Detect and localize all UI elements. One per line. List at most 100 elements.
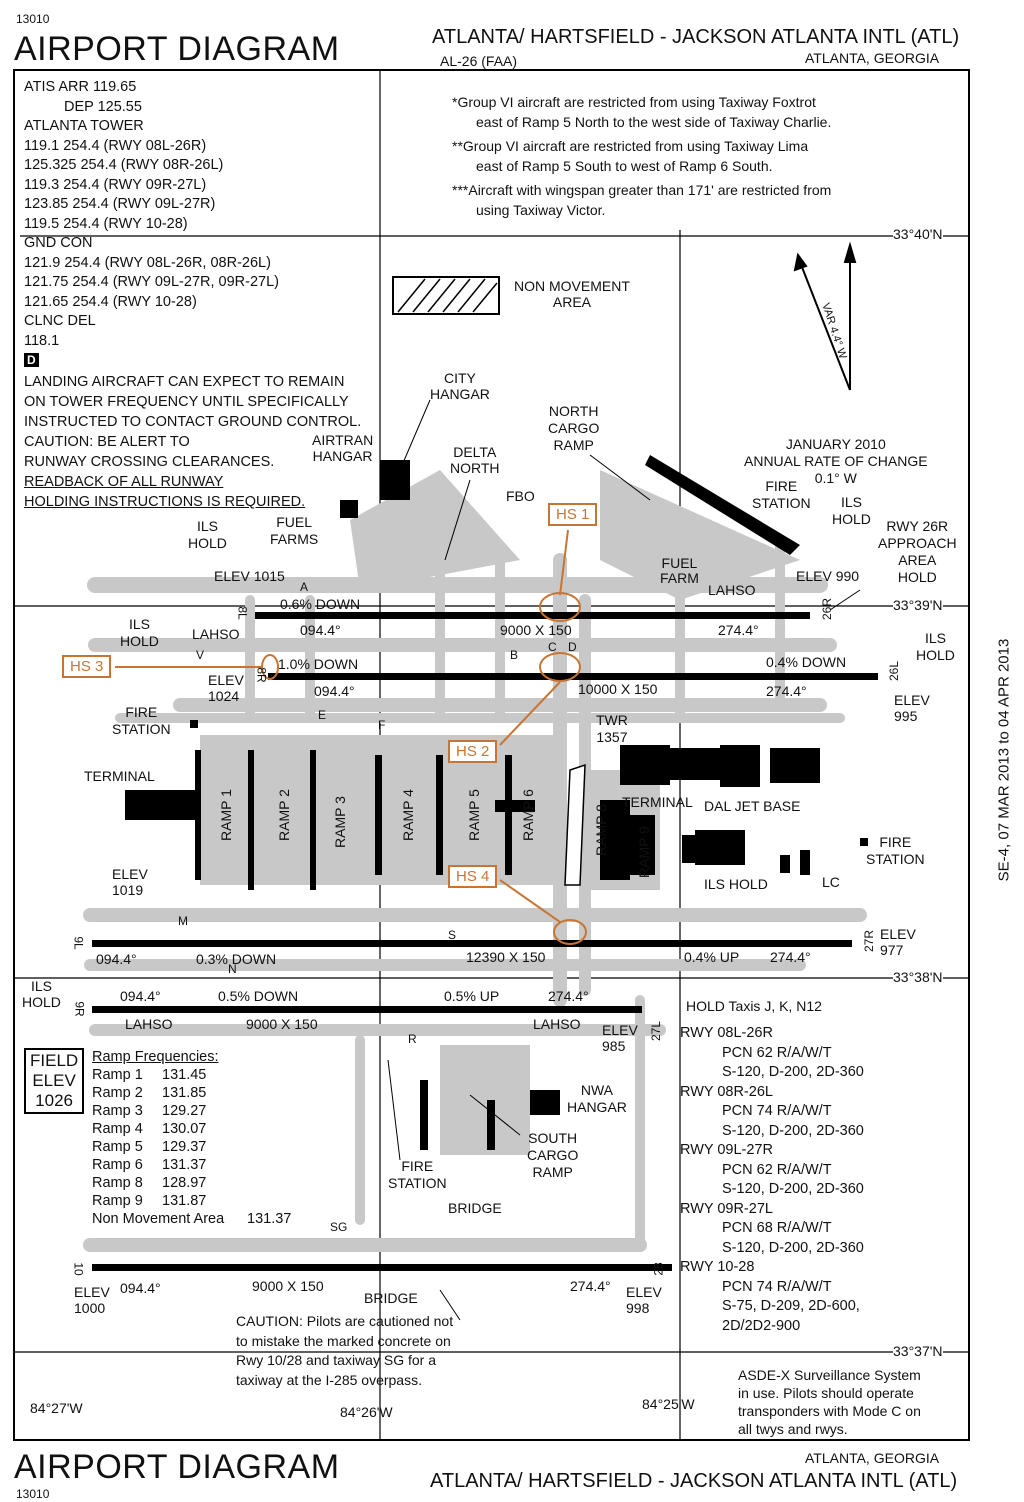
ramp-label: RAMP 2: [276, 789, 292, 841]
ramp-label: RAMP 4: [400, 789, 416, 841]
runway-heading: 094.4°: [314, 683, 355, 699]
hot-spot-badge: HS 2: [448, 740, 498, 763]
ramp-label: RAMP 3: [332, 796, 348, 848]
runway-08L-26R: [255, 612, 810, 619]
ils-hold-label: ILS HOLD: [704, 876, 768, 892]
runway-heading: 274.4°: [770, 949, 811, 965]
buildings: [125, 455, 868, 1150]
page-title: AIRPORT DIAGRAM: [14, 30, 340, 68]
freq-line: 121.9 254.4 (RWY 08L-26R, 08R-26L): [24, 254, 271, 271]
restriction-mark: ***: [452, 182, 469, 198]
runway-slope: 0.5% UP: [444, 988, 500, 1004]
lon-label: 84°25'W: [642, 1396, 695, 1412]
freq-line: 119.3 254.4 (RWY 09R-27L): [24, 176, 207, 193]
note-line: HOLDING INSTRUCTIONS IS REQUIRED.: [24, 494, 306, 510]
runway-heading: 274.4°: [570, 1278, 611, 1294]
note-line: CAUTION: BE ALERT TO: [24, 434, 190, 450]
hot-spot-badge: HS 3: [62, 655, 112, 678]
runway-heading: 094.4°: [120, 988, 161, 1004]
runway-10-28: [92, 1264, 672, 1271]
lahso-label: LAHSO: [533, 1016, 581, 1032]
runway-slope: 1.0% DOWN: [278, 656, 359, 672]
note-line: RUNWAY CROSSING CLEARANCES.: [24, 454, 275, 470]
restriction-mark: *: [452, 94, 458, 110]
landing-notes: LANDING AIRCRAFT CAN EXPECT TO REMAIN ON…: [24, 372, 361, 512]
taxiway-label: S: [448, 928, 457, 942]
terminal-label: TERMINAL: [622, 794, 693, 810]
runway-slope: 0.4% UP: [684, 949, 740, 965]
ramp-label: RAMP 6: [520, 789, 536, 841]
footer-title: AIRPORT DIAGRAM: [14, 1448, 340, 1486]
restriction-line: Group VI aircraft are restricted from us…: [462, 138, 809, 154]
freq-line: 118.1: [24, 332, 60, 349]
runway-elev: ELEV 977: [880, 926, 916, 958]
runway-heading: 274.4°: [718, 622, 759, 638]
taxiway-label: F: [378, 718, 386, 732]
runway-end-label: 26L: [887, 660, 902, 682]
map-frame: [13, 69, 970, 1441]
freq-line: 125.325 254.4 (RWY 08R-26L): [24, 157, 224, 173]
freq-line: ATIS ARR 119.65: [24, 79, 137, 95]
freq-line: 121.65 254.4 (RWY 10-28): [24, 293, 197, 310]
frequencies-block: ATIS ARR 119.65 DEP 125.55 ATLANTA TOWER…: [24, 78, 279, 351]
restriction-line: Aircraft with wingspan greater than 171'…: [468, 182, 832, 198]
runway-dims: 10000 X 150: [578, 681, 658, 697]
taxiway-label: C: [548, 640, 557, 654]
freq-line: 119.5 254.4 (RWY 10-28): [24, 215, 188, 232]
hot-spot-circles: [115, 529, 587, 945]
lat-label: 33°37'N: [893, 1343, 943, 1359]
footer-airport-name: ATLANTA/ HARTSFIELD - JACKSON ATLANTA IN…: [430, 1470, 958, 1492]
runway-end-label: 9R: [72, 1001, 87, 1017]
north-arrow: [793, 241, 857, 391]
runway-dims: 9000 X 150: [252, 1278, 324, 1294]
runway-end-label: 10: [71, 1262, 86, 1276]
ramp-label: RAMP 5: [466, 789, 482, 841]
dal-jet-base-label: DAL JET BASE: [704, 798, 801, 814]
runway-dims: 9000 X 150: [246, 1016, 318, 1032]
hot-spot-badge: HS 1: [548, 503, 598, 526]
runway-elev: ELEV 1000: [74, 1284, 110, 1316]
ramp-label: RAMP 1: [218, 789, 234, 841]
runway-09L-27R: [92, 940, 852, 947]
taxiway-label: SG: [330, 1220, 348, 1234]
lahso-label: LAHSO: [125, 1016, 173, 1032]
restriction-line: Group VI aircraft are restricted from us…: [457, 94, 816, 110]
freq-line: CLNC DEL: [24, 313, 96, 329]
runway-elev: ELEV 1024: [208, 672, 244, 704]
runway-end-label: 9L: [71, 936, 86, 950]
taxiway-label: A: [300, 580, 309, 594]
freq-line: GND CON: [24, 235, 93, 251]
restriction-mark: **: [452, 138, 463, 154]
graticule: [14, 70, 969, 1440]
taxiway-label: B: [510, 648, 519, 662]
runway-slope: 0.5% DOWN: [218, 988, 299, 1004]
runway-elev: ELEV 1019: [112, 866, 148, 898]
lc-label: LC: [822, 874, 840, 890]
freq-line: 123.85 254.4 (RWY 09L-27R): [24, 196, 216, 212]
runway-heading: 274.4°: [766, 683, 807, 699]
lon-label: 84°26'W: [340, 1404, 393, 1420]
runway-end-label: 27R: [862, 929, 877, 953]
runway-elev: ELEV 985: [602, 1022, 638, 1054]
runway-dims: 9000 X 150: [500, 622, 572, 638]
terminal-label: TERMINAL: [84, 768, 155, 784]
lahso-label: LAHSO: [708, 582, 756, 598]
note-line: READBACK OF ALL RUNWAY: [24, 474, 224, 490]
lahso-label: LAHSO: [192, 626, 240, 642]
lat-label: 33°39'N: [893, 597, 943, 613]
